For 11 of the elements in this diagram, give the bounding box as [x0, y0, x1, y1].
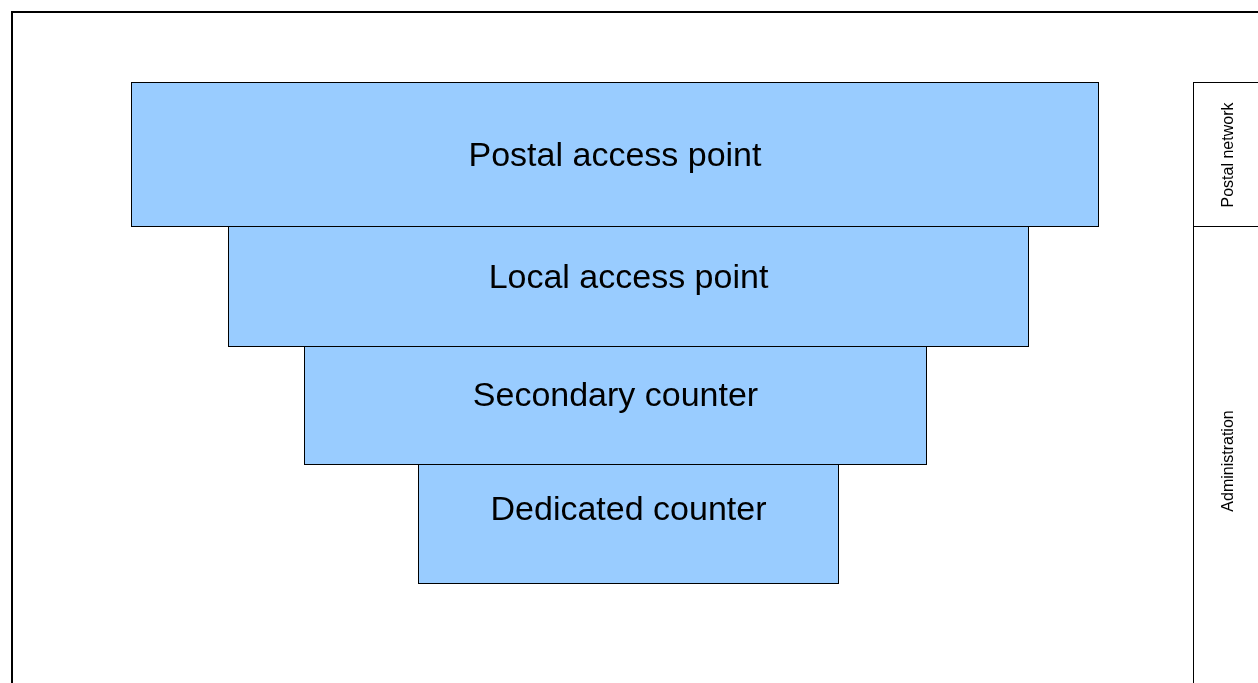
- category-label: Administration: [1219, 410, 1237, 512]
- tier-box: [228, 226, 1029, 347]
- tier-label: Local access point: [487, 257, 770, 296]
- tier-label: Secondary counter: [471, 375, 760, 414]
- tier-label: Dedicated counter: [489, 489, 768, 528]
- category-label: Postal network: [1219, 102, 1237, 207]
- tier-box: [131, 82, 1099, 227]
- tier-box: [304, 346, 927, 465]
- category-box: [1193, 82, 1258, 227]
- tier-label: Postal access point: [467, 135, 763, 174]
- tier-box: [418, 464, 839, 584]
